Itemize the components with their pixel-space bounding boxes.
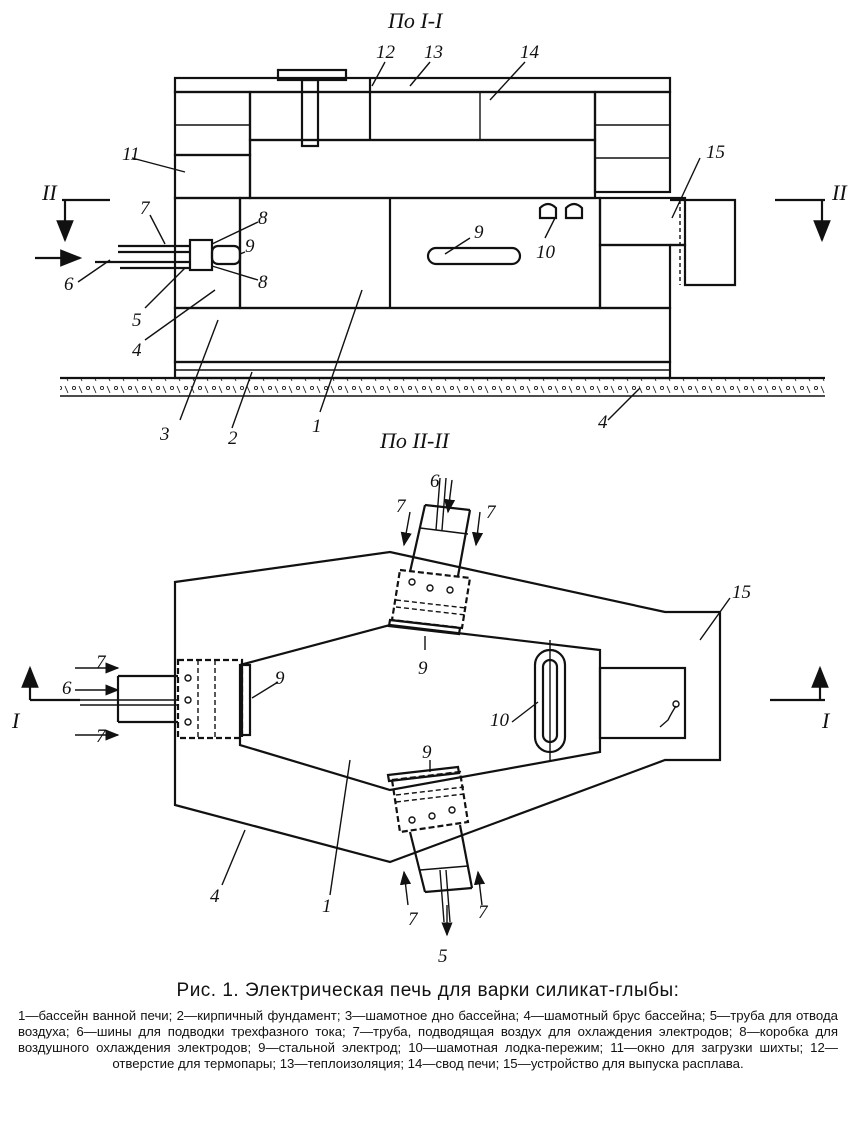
plan-electrode-bottom	[386, 765, 486, 937]
furnace-diagram: По I-I	[11, 8, 848, 967]
label-15: 15	[706, 142, 725, 163]
label-9b: 9	[474, 222, 484, 243]
label-2: 2	[228, 428, 238, 449]
plan-label-9c: 9	[422, 742, 432, 763]
boat-right	[564, 202, 584, 220]
label-4a: 4	[132, 340, 142, 361]
label-10: 10	[536, 242, 556, 263]
section-title-top: По I-I	[387, 8, 444, 33]
figure-caption: Рис. 1. Электрическая печь для варки сил…	[18, 980, 838, 1072]
label-8a: 8	[258, 208, 268, 229]
plan-label-7b: 7	[486, 502, 497, 523]
caption-title: Рис. 1. Электрическая печь для варки сил…	[176, 980, 680, 1001]
label-13: 13	[424, 42, 443, 63]
plan-label-6b: 6	[62, 678, 72, 699]
label-12: 12	[376, 42, 396, 63]
label-7: 7	[140, 198, 151, 219]
svg-text:I: I	[821, 708, 831, 733]
steel-electrode-right	[426, 246, 522, 266]
upper-left-wall	[173, 90, 252, 157]
right-wall	[598, 243, 672, 310]
section-marker-ii-left: II	[41, 180, 110, 243]
plan-electrode-left	[75, 658, 252, 741]
loading-window	[173, 153, 252, 200]
svg-text:I: I	[11, 708, 21, 733]
plan-label-7e: 7	[408, 909, 419, 930]
boat-left	[538, 202, 558, 220]
plan-outlet	[598, 666, 687, 740]
steel-electrode-left	[210, 244, 242, 266]
label-5: 5	[132, 310, 142, 331]
svg-text:II: II	[831, 180, 848, 205]
ground-layer	[60, 376, 825, 397]
section-title-bottom: По II-II	[379, 428, 451, 453]
chamotte-bottom	[173, 306, 672, 364]
label-8b: 8	[258, 272, 268, 293]
plan-label-15: 15	[732, 582, 751, 603]
plan-label-9b: 9	[418, 658, 428, 679]
plan-label-4: 4	[210, 886, 220, 907]
svg-text:II: II	[41, 180, 58, 205]
plan-label-5: 5	[438, 946, 448, 967]
label-11: 11	[122, 144, 140, 165]
section-marker-i-right: I	[770, 665, 831, 733]
plan-outer-wall	[173, 550, 722, 864]
label-9a: 9	[245, 236, 255, 257]
insulation-layer	[173, 76, 672, 94]
caption-legend: 1—бассейн ванной печи; 2—кирпичный фунда…	[18, 1008, 838, 1071]
plan-label-7f: 7	[478, 902, 489, 923]
plan-label-6a: 6	[430, 471, 440, 492]
label-6: 6	[64, 274, 74, 295]
label-1: 1	[312, 416, 322, 437]
plan-label-9a: 9	[275, 668, 285, 689]
label-4b: 4	[598, 412, 608, 433]
plan-label-7a: 7	[396, 496, 407, 517]
upper-right-wall	[593, 90, 672, 194]
outlet-channel	[598, 196, 687, 247]
plan-label-7d: 7	[96, 726, 107, 747]
label-14: 14	[520, 42, 540, 63]
plan-electrode-top	[387, 477, 484, 636]
plan-label-7c: 7	[96, 652, 107, 673]
label-3: 3	[159, 424, 170, 445]
electrode-cooling-box	[188, 238, 214, 272]
plan-label-1: 1	[322, 896, 332, 917]
section-marker-ii-right: II	[775, 180, 848, 243]
plan-label-10: 10	[490, 710, 510, 731]
furnace-chamber	[248, 138, 597, 200]
thermocouple-plug	[300, 78, 320, 148]
section-marker-i-left: I	[11, 665, 80, 733]
